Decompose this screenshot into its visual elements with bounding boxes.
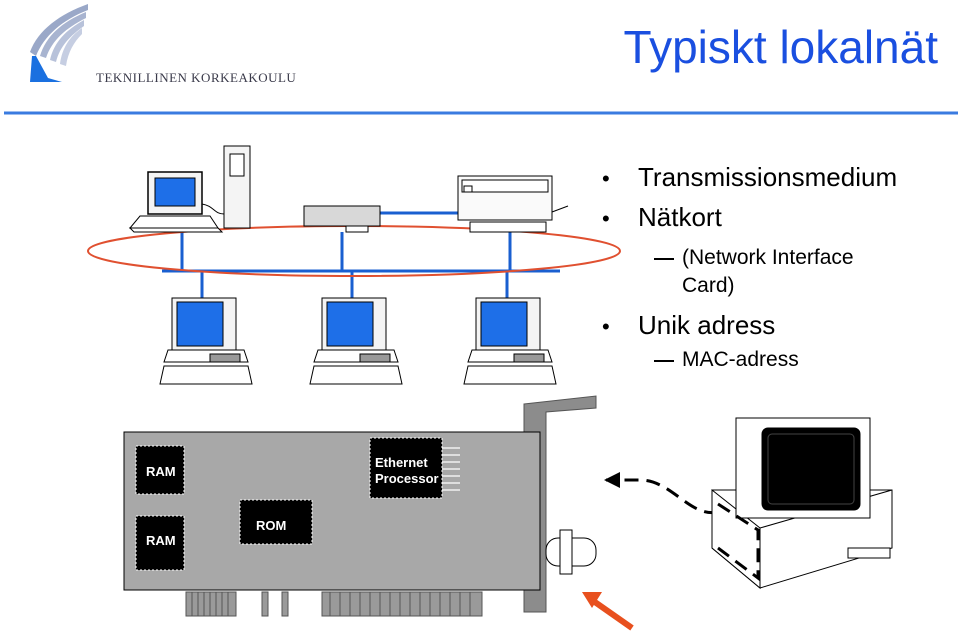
processor-label-line1: Ethernet [375, 455, 428, 470]
ram-label-bottom: RAM [146, 533, 176, 548]
ram-label-top: RAM [146, 464, 176, 479]
card-insertion-arrow [604, 472, 719, 515]
logo-text: TEKNILLINEN KORKEAKOULU [96, 70, 297, 85]
bullet-dot: • [602, 314, 610, 339]
ram-chip-bottom [135, 515, 185, 571]
printer [457, 175, 569, 233]
sub-bullet-nic-line1: (Network Interface [682, 246, 854, 269]
ram-chip-top [135, 445, 185, 495]
sub-bullet-dash [654, 360, 674, 362]
workstation-3 [463, 297, 557, 385]
page-title: Typiskt lokalnät [623, 21, 938, 73]
processor-label-line2: Processor [375, 471, 439, 486]
sub-bullet-dash [654, 258, 674, 260]
lan-topology [87, 145, 621, 385]
bullet-transmissionsmedium: Transmissionsmedium [638, 162, 898, 192]
workstation-1 [159, 297, 253, 385]
rom-chip [239, 499, 313, 545]
rom-label: ROM [256, 518, 286, 533]
bullet-dot: • [602, 166, 610, 191]
bullet-dot: • [602, 206, 610, 231]
tkk-logo-icon [30, 4, 88, 82]
sub-bullet-mac-adress: MAC-adress [682, 348, 799, 371]
red-arrow-icon [582, 592, 634, 631]
ethernet-processor-chip [369, 437, 443, 499]
hub [303, 205, 381, 233]
sub-bullet-nic-line2: Card) [682, 274, 735, 297]
network-interface-card: RAM RAM ROM Ethernet Processor [123, 395, 597, 617]
workstation-top [128, 145, 251, 233]
workstation-2 [309, 297, 403, 385]
desktop-pc [711, 417, 893, 590]
network-ring [87, 225, 621, 277]
bullet-unik-adress: Unik adress [638, 310, 776, 340]
bullet-natkort: Nätkort [638, 202, 722, 232]
